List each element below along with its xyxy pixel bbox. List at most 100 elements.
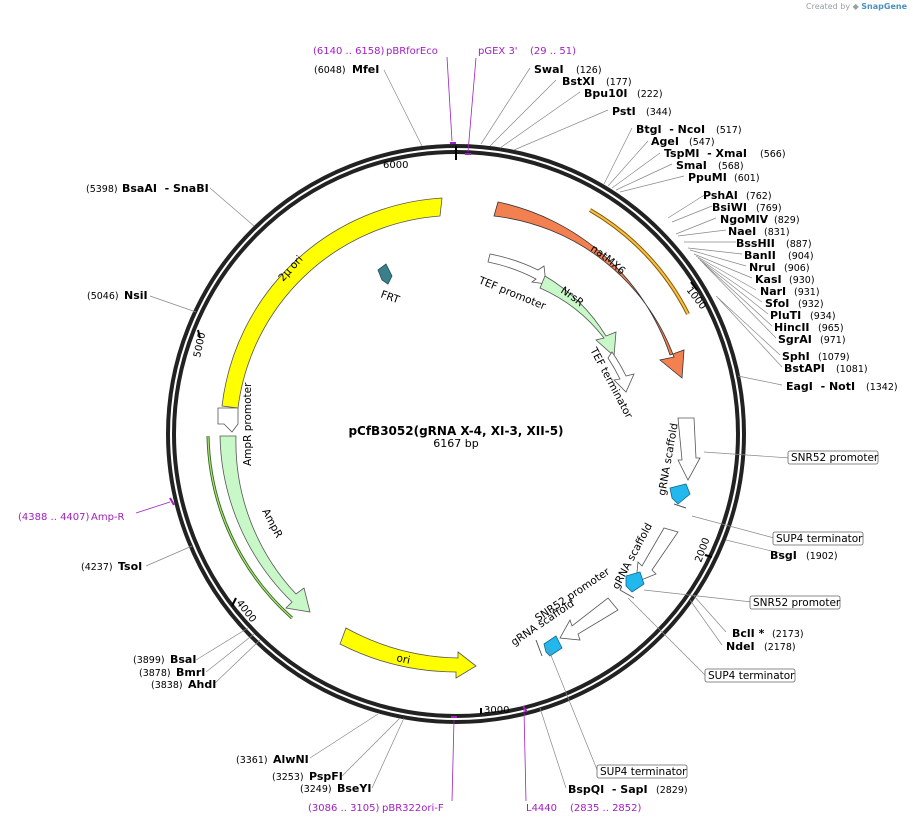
svg-text:(3838): (3838)	[151, 680, 183, 691]
svg-text:(5046): (5046)	[87, 291, 119, 302]
enzyme-PshAI[interactable]: PshAI(762)	[703, 189, 772, 202]
svg-text:(2178): (2178)	[764, 642, 796, 653]
svg-text:SphI: SphI	[782, 350, 810, 363]
svg-text:(1902): (1902)	[806, 551, 838, 562]
enzyme-SmaI[interactable]: SmaI(568)	[676, 159, 744, 172]
feature-label-ori: ori	[395, 652, 411, 667]
svg-text:AlwNI: AlwNI	[273, 753, 309, 766]
enzyme-PpuMI[interactable]: PpuMI (601)	[688, 171, 760, 184]
enzyme-TspMI-XmaI[interactable]: TspMI - XmaI(566)	[664, 147, 786, 160]
primer-range-pBR322ori-F: (3086 .. 3105)	[308, 803, 380, 814]
enzyme-SphI[interactable]: SphI(1079)	[782, 350, 850, 363]
svg-text:(601): (601)	[734, 173, 760, 184]
enzyme-BsaAI-SnaBI[interactable]: (5398)BsaAI - SnaBI	[86, 182, 209, 195]
svg-text:(831): (831)	[764, 227, 790, 238]
svg-text:PluTI: PluTI	[770, 309, 801, 322]
guide-arrow-2-icon[interactable]	[625, 571, 645, 593]
svg-text:NsiI: NsiI	[124, 289, 148, 302]
enzyme-NaeI[interactable]: NaeI(831)	[728, 225, 790, 238]
enzyme-SfoI[interactable]: SfoI(932)	[765, 297, 824, 310]
boxed-label-SNR52-promoter-2[interactable]: SNR52 promoter	[749, 595, 841, 610]
svg-text:(3899): (3899)	[133, 655, 165, 666]
feature-ori[interactable]	[339, 627, 477, 679]
feature-TEF-promoter[interactable]	[487, 253, 547, 285]
feature-label-FRT: FRT	[379, 289, 401, 307]
guide-arrow-3-icon[interactable]	[543, 635, 563, 657]
svg-text:(3253): (3253)	[272, 772, 304, 783]
enzyme-NgoMIV[interactable]: NgoMIV(829)	[720, 213, 800, 226]
feature-AmpR-promoter[interactable]	[217, 407, 239, 433]
enzyme-NarI[interactable]: NarI(931)	[760, 285, 820, 298]
boxed-label-SUP4-terminator-1[interactable]: SUP4 terminator	[772, 531, 864, 546]
enzyme-SgrAI[interactable]: SgrAI(971)	[778, 333, 846, 346]
primer-L4440[interactable]: L4440 (2835 .. 2852)	[526, 803, 642, 814]
enzyme-BtgI-NcoI[interactable]: BtgI - NcoI(517)	[636, 123, 742, 136]
enzyme-BstXI[interactable]: BstXI(177)	[562, 75, 632, 88]
enzyme-EagI-NotI[interactable]: EagI - NotI(1342)	[786, 380, 898, 393]
enzyme-PspFI[interactable]: (3253)PspFI	[272, 770, 343, 783]
enzyme-PluTI[interactable]: PluTI(934)	[770, 309, 836, 322]
svg-text:(3249): (3249)	[300, 784, 332, 795]
feature-gRNA-scaffold-1[interactable]	[677, 417, 701, 481]
feature-NrsR[interactable]	[539, 275, 617, 357]
svg-text:(1342): (1342)	[866, 382, 898, 393]
boxed-label-SUP4-terminator-3[interactable]: SUP4 terminator	[596, 764, 688, 779]
primer-pBR322ori-F[interactable]: (3086 .. 3105) pBR322ori-F	[308, 803, 444, 814]
svg-text:BanII: BanII	[744, 249, 776, 262]
enzyme-BseYI[interactable]: (3249)BseYI	[300, 782, 371, 795]
feature-SNR52-promoter-3[interactable]	[559, 597, 619, 641]
enzyme-NruI[interactable]: NruI(906)	[749, 261, 810, 274]
enzyme-BstAPI[interactable]: BstAPI(1081)	[784, 362, 868, 375]
svg-text:(932): (932)	[798, 299, 824, 310]
guide-arrow-1-icon[interactable]	[669, 483, 691, 505]
feature-label-AmpR-promoter: AmpR promoter	[242, 382, 254, 466]
svg-text:(2829): (2829)	[656, 785, 688, 796]
enzyme-BclI[interactable]: BclI *(2173)	[732, 627, 804, 640]
svg-text:Bpu10I: Bpu10I	[584, 87, 628, 100]
svg-text:(517): (517)	[716, 125, 742, 136]
svg-text:BstAPI: BstAPI	[784, 362, 825, 375]
feature-TEF-terminator[interactable]	[607, 351, 635, 393]
enzyme-TsoI[interactable]: (4237)TsoI	[81, 560, 142, 573]
primer-Amp-R[interactable]: (4388 .. 4407) Amp-R	[18, 512, 125, 523]
svg-text:(4237): (4237)	[81, 562, 113, 573]
feature-label-natMX6: natMX6	[588, 243, 627, 278]
enzyme-AhdI[interactable]: (3838)AhdI	[151, 678, 216, 691]
svg-text:(904): (904)	[788, 251, 814, 262]
enzyme-BanII[interactable]: BanII (904)	[744, 249, 814, 262]
enzyme-KasI[interactable]: KasI(930)	[755, 273, 815, 286]
enzyme-PstI[interactable]: PstI(344)	[612, 105, 672, 118]
svg-text:SNR52 promoter: SNR52 promoter	[791, 452, 879, 464]
primer-pGEX-3[interactable]: pGEX 3' (29 .. 51)	[478, 46, 576, 57]
enzyme-BssHII[interactable]: BssHII(887)	[736, 237, 812, 250]
enzyme-MfeI[interactable]: (6048)MfeI	[314, 63, 379, 76]
primer-pBRforEco[interactable]: (6140 .. 6158) pBRforEco	[313, 46, 438, 57]
boxed-label-SUP4-terminator-2[interactable]: SUP4 terminator	[704, 668, 796, 683]
enzyme-BsaI[interactable]: (3899)BsaI	[133, 653, 196, 666]
feature-gRNA-scaffold-2[interactable]	[635, 527, 679, 583]
feature-natMX6[interactable]	[493, 201, 685, 379]
enzyme-AlwNI[interactable]: (3361)AlwNI	[236, 753, 309, 766]
svg-text:AgeI: AgeI	[651, 135, 679, 148]
boxed-label-SNR52-promoter-1[interactable]: SNR52 promoter	[787, 450, 879, 465]
svg-text:TspMI - XmaI: TspMI - XmaI	[664, 147, 747, 160]
enzyme-HincII[interactable]: HincII(965)	[774, 321, 844, 334]
plasmid-name: pCfB3052(gRNA X-4, XI-3, XII-5)	[348, 424, 563, 438]
svg-text:(2173): (2173)	[772, 629, 804, 640]
enzyme-SwaI[interactable]: SwaI(126)	[534, 63, 602, 76]
enzyme-BsgI[interactable]: BsgI(1902)	[770, 549, 838, 562]
enzyme-BspQI-SapI[interactable]: BspQI - SapI(2829)	[568, 783, 688, 796]
enzyme-Bpu10I[interactable]: Bpu10I(222)	[584, 87, 663, 100]
primer-name-pGEX-3: pGEX 3'	[478, 46, 518, 57]
enzyme-connectors-left	[145, 69, 423, 789]
feature-2mu-ori[interactable]	[221, 197, 443, 409]
enzyme-NsiI[interactable]: (5046) NsiI	[87, 289, 148, 302]
svg-text:PpuMI: PpuMI	[688, 171, 727, 184]
enzyme-BsiWI[interactable]: BsiWI(769)	[712, 201, 782, 214]
svg-text:(5398): (5398)	[86, 184, 118, 195]
feature-FRT[interactable]	[377, 263, 393, 285]
enzyme-BmrI[interactable]: (3878)BmrI	[139, 666, 205, 679]
feature-AmpR[interactable]	[219, 435, 311, 613]
enzyme-NdeI[interactable]: NdeI(2178)	[726, 640, 796, 653]
enzyme-AgeI[interactable]: AgeI(547)	[651, 135, 715, 148]
